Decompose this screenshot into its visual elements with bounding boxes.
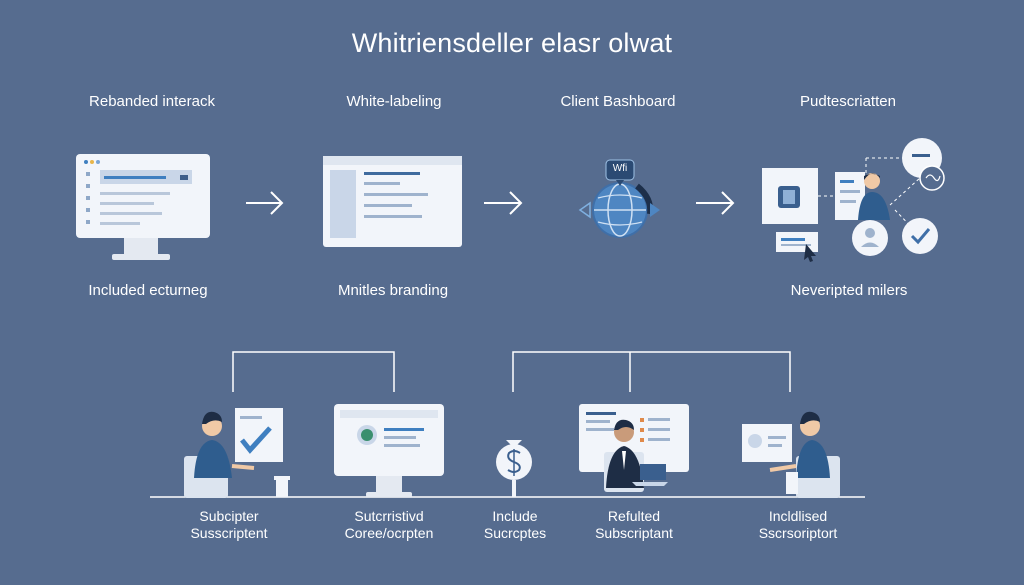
network-icon (762, 138, 945, 262)
step-caption-2: Mnitles branding (337, 282, 449, 299)
bottom-item-5: Incldlised Sscrsoriptort (713, 508, 883, 542)
bottom-item-5-line1: Incldlised (768, 508, 828, 524)
step-label-1: Rebanded interack (89, 93, 215, 110)
bottom-item-2: Sutcrristivd Coree/ocrpten (304, 508, 474, 542)
bottom-item-1-line2: Susscriptent (190, 525, 268, 541)
bottom-item-4-line1: Refulted (607, 508, 661, 524)
bottom-item-4: Refulted Subscriptant (549, 508, 719, 542)
bottom-item-5-line2: Sscrsoriptort (758, 525, 838, 541)
step-caption-4: Neveripted milers (790, 282, 908, 299)
bottom-item-1-line1: Subcipter (199, 508, 259, 524)
diagram-title: Whitriensdeller elasr olwat (351, 28, 673, 58)
person-icon (742, 411, 840, 498)
globe-badge: Wfi (612, 163, 628, 174)
bottom-item-3: Include Sucrcptes (430, 508, 600, 542)
step-label-2: White-labeling (346, 93, 442, 110)
money-bag-icon (496, 440, 532, 497)
globe-icon (578, 159, 660, 238)
browser-window-icon (323, 156, 462, 247)
step-caption-1: Included ecturneg (88, 282, 208, 299)
person-icon (184, 408, 290, 498)
arrow-right-icon (246, 191, 284, 215)
person-laptop-icon (579, 404, 689, 492)
bottom-item-1: Subcipter Susscriptent (144, 508, 314, 542)
step-label-3: Client Bashboard (560, 93, 676, 110)
bottom-item-3-line1: Include (492, 508, 538, 524)
step-label-4: Pudtescriatten (800, 93, 896, 110)
bottom-item-3-line2: Sucrcptes (483, 525, 547, 541)
monitor-icon (334, 404, 444, 497)
bottom-item-2-line2: Coree/ocrpten (344, 525, 434, 541)
arrow-right-icon (484, 191, 523, 215)
monitor-icon (76, 154, 210, 260)
bottom-item-2-line1: Sutcrristivd (354, 508, 424, 524)
arrow-right-icon (696, 191, 735, 215)
bottom-item-4-line2: Subscriptant (595, 525, 673, 541)
connector-lines (232, 351, 791, 392)
